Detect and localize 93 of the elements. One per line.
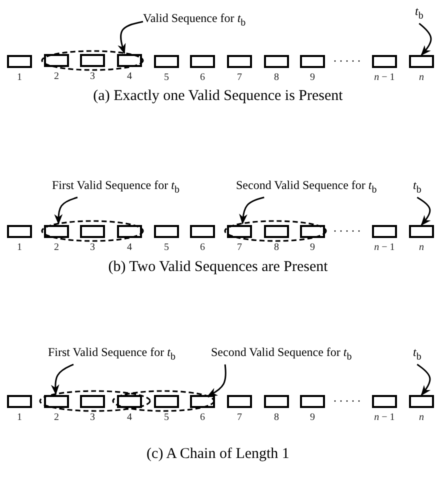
index-label: 1 (16, 412, 23, 424)
arrow (50, 364, 74, 396)
ellipsis-dots: ····· (333, 394, 363, 409)
callout-text: Second Valid Sequence for t$_{b}$ (211, 345, 352, 364)
index-label: 1 (16, 72, 23, 84)
index-label: 2 (53, 412, 60, 424)
index-label: n (418, 412, 425, 424)
arrow (239, 196, 264, 224)
arrow (416, 364, 431, 396)
index-label: n (418, 242, 425, 254)
index-label: 1 (16, 242, 23, 254)
index-label: 3 (89, 71, 96, 83)
index-label: 7 (236, 72, 243, 84)
index-label: n − 1 (373, 72, 396, 84)
sequence-box (154, 394, 179, 408)
dashed-ellipse (39, 390, 151, 412)
index-label: 6 (199, 412, 206, 424)
sequence-box (300, 55, 325, 68)
callout-text: Second Valid Sequence for t$_{b}$ (236, 178, 377, 198)
sequence-box (80, 394, 105, 408)
index-label: 5 (163, 412, 170, 424)
sequence-box (372, 55, 397, 68)
index-label: 8 (273, 242, 280, 254)
sequence-box (264, 395, 289, 408)
index-label: n − 1 (373, 242, 396, 254)
sequence-box (190, 225, 215, 238)
sequence-box (227, 395, 252, 408)
dashed-ellipse (41, 220, 144, 242)
sequence-box (154, 225, 179, 238)
arrow (206, 364, 226, 397)
arrow (54, 196, 78, 225)
index-label: 4 (126, 242, 133, 254)
arrow (416, 196, 431, 226)
index-label: 2 (53, 71, 60, 83)
sequence-box (190, 55, 215, 68)
dashed-ellipse (112, 390, 215, 412)
sequence-box (264, 224, 289, 238)
sequence-box (7, 225, 32, 238)
sequence-box (7, 395, 32, 408)
index-label: 9 (309, 412, 316, 424)
callout-text: t$_{b}$ (413, 178, 422, 198)
callout-text: t$_{b}$ (413, 345, 422, 364)
sequence-box (44, 224, 69, 238)
index-label: 8 (273, 72, 280, 84)
index-label: 2 (53, 242, 60, 254)
index-label: 6 (199, 72, 206, 84)
sequence-box (44, 394, 69, 408)
dashed-ellipse (224, 220, 327, 242)
index-label: 7 (236, 412, 243, 424)
arrow (118, 20, 144, 54)
sequence-box (300, 224, 325, 238)
index-label: 7 (236, 242, 243, 254)
index-label: 3 (89, 242, 96, 254)
callout-text: Valid Sequence for t$_{b}$ (143, 11, 246, 30)
arrow (418, 22, 432, 56)
sequence-box (190, 394, 215, 408)
sequence-box (117, 224, 142, 238)
callout-text: First Valid Sequence for t$_{b}$ (52, 178, 180, 198)
index-label: 3 (89, 412, 96, 424)
sequence-box (300, 395, 325, 408)
ellipsis-dots: ····· (333, 54, 363, 69)
callout-text: First Valid Sequence for t$_{b}$ (48, 345, 176, 364)
sequence-box (372, 225, 397, 238)
sequence-box (80, 224, 105, 238)
ellipsis-dots: ····· (333, 224, 363, 239)
sequence-box (372, 395, 397, 408)
callout-text: t$_{b}$ (415, 4, 424, 24)
panel-caption: (a) Exactly one Valid Sequence is Present (93, 88, 343, 105)
sequence-box (44, 54, 69, 67)
sequence-box (409, 55, 434, 68)
sequence-box (7, 55, 32, 68)
index-label: 8 (273, 412, 280, 424)
sequence-box (409, 225, 434, 238)
panel-caption: (b) Two Valid Sequences are Present (108, 259, 328, 276)
index-label: n − 1 (373, 412, 396, 424)
sequence-box (264, 55, 289, 68)
index-label: 5 (163, 242, 170, 254)
index-label: 4 (126, 71, 133, 83)
sequence-box (154, 55, 179, 68)
index-label: 9 (309, 72, 316, 84)
sequence-box (117, 395, 142, 408)
index-label: 4 (126, 412, 133, 424)
panel-caption: (c) A Chain of Length 1 (146, 446, 290, 463)
sequence-box (80, 54, 105, 67)
index-label: 9 (309, 242, 316, 254)
sequence-box (117, 54, 142, 67)
dashed-ellipse (41, 50, 144, 71)
index-label: 6 (199, 242, 206, 254)
sequence-box (227, 224, 252, 238)
index-label: n (418, 72, 425, 84)
sequence-box (227, 55, 252, 68)
index-label: 5 (163, 72, 170, 84)
sequence-box (409, 395, 434, 408)
